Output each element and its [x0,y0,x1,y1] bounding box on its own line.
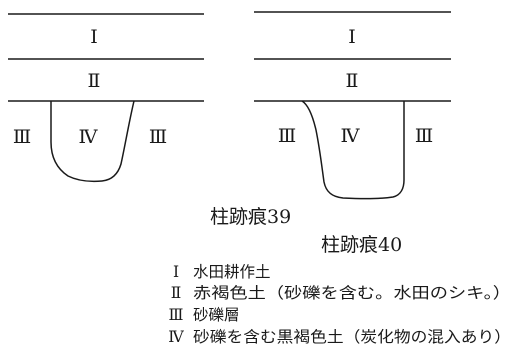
legend-text-iii: 砂礫層 [193,306,240,324]
layer-label-ii: Ⅱ [346,70,359,92]
legend-numeral-ii: Ⅱ [171,284,182,302]
legend-text-ii: 赤褐色土（砂礫を含む。水田のシキ。） [193,284,511,302]
layer-label-iii-left: Ⅲ [13,126,31,148]
layer-label-iii-left: Ⅲ [278,125,296,147]
layer-label-iii-right: Ⅲ [415,125,433,147]
layer-label-iv: Ⅳ [79,126,99,148]
section-40: Ⅰ Ⅱ Ⅲ Ⅳ Ⅲ 柱跡痕40 [254,11,451,256]
section-39: Ⅰ Ⅱ Ⅲ Ⅳ Ⅲ 柱跡痕39 [8,13,291,228]
legend-text-i: 水田耕作土 [193,263,271,281]
layer-label-ii: Ⅱ [88,70,101,92]
layer-label-iv: Ⅳ [341,125,361,147]
legend: Ⅰ 水田耕作土 Ⅱ 赤褐色土（砂礫を含む。水田のシキ。） Ⅲ 砂礫層 Ⅳ 砂礫を… [168,263,511,346]
legend-numeral-iv: Ⅳ [168,328,184,346]
caption-40: 柱跡痕40 [321,234,402,256]
posthole-outline [50,100,135,183]
legend-numeral-i: Ⅰ [173,263,179,281]
legend-numeral-iii: Ⅲ [169,306,184,324]
posthole-outline [301,100,405,200]
caption-39: 柱跡痕39 [210,206,291,228]
legend-text-iv: 砂礫を含む黒褐色土（炭化物の混入あり） [193,328,511,346]
layer-label-i: Ⅰ [90,26,98,48]
layer-label-iii-right: Ⅲ [149,126,167,148]
layer-label-i: Ⅰ [348,26,356,48]
